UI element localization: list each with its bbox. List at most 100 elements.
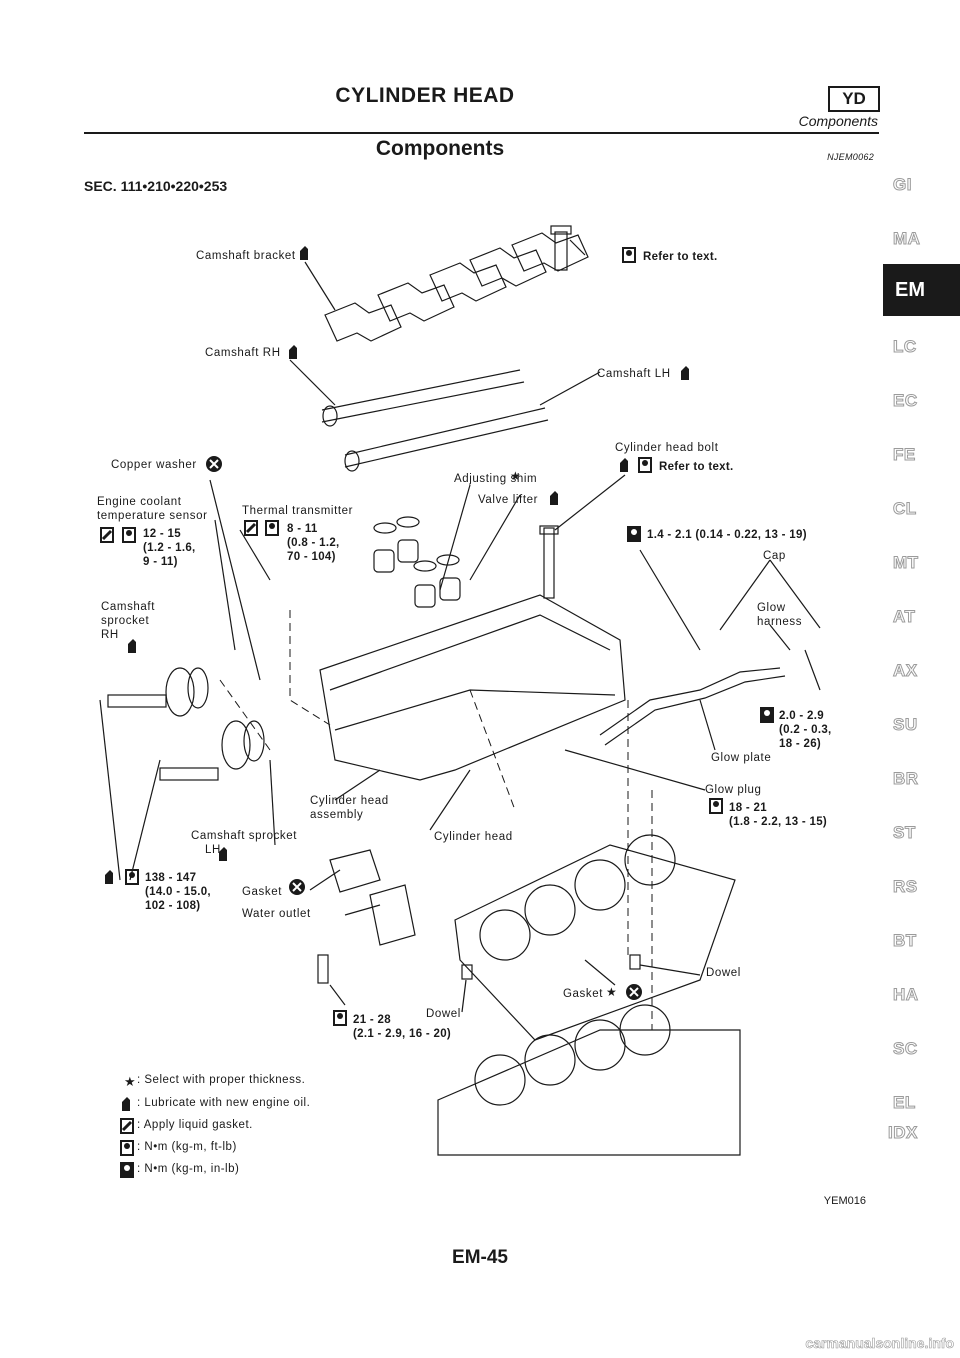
label-refer-text-1: Refer to text. — [643, 251, 718, 263]
label-copper-washer: Copper washer — [111, 459, 197, 471]
tab-cl[interactable]: CL — [893, 499, 917, 519]
exploded-diagram — [99, 225, 821, 1156]
spec-camshaft-sprocket: 138 - 147 (14.0 - 15.0, 102 - 108) — [145, 872, 211, 912]
spec-bolt-cap: 1.4 - 2.1 (0.14 - 0.22, 13 - 19) — [647, 529, 807, 541]
oil-can-icon — [289, 345, 297, 359]
engine-code-badge: YD — [828, 86, 880, 112]
torque-wrench-inlb-icon — [627, 526, 641, 542]
torque-wrench-icon — [709, 798, 723, 814]
label-dowel-left: Dowel — [426, 1008, 461, 1020]
tab-idx[interactable]: IDX — [888, 1123, 918, 1143]
star-icon: ★ — [124, 1074, 136, 1089]
tab-ax[interactable]: AX — [893, 661, 918, 681]
tab-el[interactable]: EL — [893, 1093, 916, 1113]
star-icon: ★ — [510, 469, 521, 483]
spec-glow-plug: 18 - 21 (1.8 - 2.2, 13 - 15) — [729, 802, 828, 828]
torque-wrench-icon — [125, 869, 139, 885]
label-glow-harness-line2: harness — [757, 616, 803, 628]
legend-liquid-gasket: : Apply liquid gasket. — [137, 1119, 253, 1131]
oil-can-icon — [105, 870, 113, 884]
star-icon: ★ — [606, 985, 617, 999]
page-header-subtitle: Components — [798, 113, 878, 129]
tab-em-active[interactable]: EM — [883, 264, 960, 316]
camshaft-sprockets — [107, 667, 265, 781]
header-rule — [84, 132, 879, 134]
label-glow-harness-line1: Glow — [757, 602, 786, 614]
page-number: EM-45 — [452, 1247, 508, 1268]
sec-reference: SEC. 111•210•220•253 — [84, 178, 228, 194]
spec-glow-plate: 2.0 - 2.9 (0.2 - 0.3, 18 - 26) — [779, 710, 832, 750]
spec-thermal-transmitter: 8 - 11 (0.8 - 1.2, 70 - 104) — [287, 523, 340, 563]
label-cap: Cap — [763, 550, 786, 562]
label-cyl-head-assembly-line1: Cylinder head — [310, 795, 389, 807]
torque-wrench-inlb-icon — [120, 1162, 134, 1178]
tab-su[interactable]: SU — [893, 715, 918, 735]
tab-fe[interactable]: FE — [893, 445, 916, 465]
tab-sc[interactable]: SC — [893, 1039, 918, 1059]
label-valve-lifter: Valve lifter — [478, 494, 539, 506]
spec-water-outlet: 21 - 28 (2.1 - 2.9, 16 - 20) — [353, 1014, 452, 1040]
tab-rs[interactable]: RS — [893, 877, 918, 897]
figure-id: YEM016 — [823, 1195, 866, 1207]
tab-at[interactable]: AT — [892, 607, 916, 627]
torque-wrench-icon — [622, 247, 636, 263]
torque-wrench-icon — [122, 527, 136, 543]
watermark: carmanualsonline.info — [805, 1335, 954, 1352]
oil-can-icon — [550, 491, 558, 505]
shims-lifters — [373, 516, 461, 608]
label-coolant-sensor-line2: temperature sensor — [97, 510, 208, 522]
label-dowel-right: Dowel — [706, 967, 741, 979]
liquid-gasket-icon — [100, 527, 114, 543]
gasket-replace-icon — [626, 984, 642, 1000]
legend-select-thickness: : Select with proper thickness. — [137, 1074, 306, 1086]
label-glow-plate: Glow plate — [711, 752, 772, 764]
tab-st[interactable]: ST — [893, 823, 916, 843]
page-header-title: CYLINDER HEAD — [335, 84, 515, 107]
torque-wrench-icon — [120, 1140, 134, 1156]
label-gasket: Gasket — [242, 886, 283, 898]
label-adjusting-shim: Adjusting shim — [454, 473, 538, 485]
gasket-replace-icon — [206, 456, 222, 472]
label-glow-plug: Glow plug — [705, 784, 762, 796]
camshafts — [321, 369, 549, 472]
label-coolant-sensor-line1: Engine coolant — [97, 496, 182, 508]
oil-can-icon — [122, 1097, 130, 1111]
oil-can-icon — [681, 366, 689, 380]
label-sprocket-lh-line2: LH — [205, 844, 221, 856]
label-sprocket-rh-line3: RH — [101, 629, 119, 641]
tab-mt[interactable]: MT — [893, 553, 919, 573]
torque-wrench-inlb-icon — [760, 707, 774, 723]
camshaft-brackets — [324, 232, 589, 342]
label-cyl-head-assembly-line2: assembly — [310, 809, 364, 821]
liquid-gasket-icon — [120, 1118, 134, 1134]
label-cylinder-head-bolt: Cylinder head bolt — [615, 442, 719, 454]
gasket-replace-icon — [289, 879, 305, 895]
label-camshaft-lh: Camshaft LH — [597, 368, 671, 380]
label-thermal-transmitter: Thermal transmitter — [242, 505, 354, 517]
tab-ma[interactable]: MA — [892, 229, 921, 249]
spec-coolant-sensor: 12 - 15 (1.2 - 1.6, 9 - 11) — [143, 528, 196, 568]
label-refer-text-2: Refer to text. — [659, 461, 734, 473]
legend-lubricate: : Lubricate with new engine oil. — [137, 1097, 311, 1109]
tab-lc[interactable]: LC — [893, 337, 917, 357]
label-camshaft-rh: Camshaft RH — [205, 347, 281, 359]
label-cylinder-head: Cylinder head — [434, 831, 513, 843]
label-gasket-head: Gasket — [563, 988, 604, 1000]
legend-torque-ftlb: : N•m (kg-m, ft-lb) — [137, 1141, 237, 1153]
torque-wrench-icon — [265, 520, 279, 536]
legend-torque-inlb: : N•m (kg-m, in-lb) — [137, 1163, 240, 1175]
torque-wrench-icon — [638, 457, 652, 473]
label-sprocket-lh-line1: Camshaft sprocket — [191, 830, 298, 842]
oil-can-icon — [300, 246, 308, 260]
label-camshaft-bracket: Camshaft bracket — [196, 250, 296, 262]
oil-can-icon — [128, 639, 136, 653]
tab-ec[interactable]: EC — [893, 391, 918, 411]
tab-gi[interactable]: GI — [893, 175, 912, 195]
tab-br[interactable]: BR — [893, 769, 919, 789]
torque-wrench-icon — [333, 1010, 347, 1026]
oil-can-icon — [620, 458, 628, 472]
section-code: NJEM0062 — [827, 152, 874, 162]
label-water-outlet: Water outlet — [242, 908, 311, 920]
tab-ha[interactable]: HA — [893, 985, 919, 1005]
tab-bt[interactable]: BT — [893, 931, 917, 951]
